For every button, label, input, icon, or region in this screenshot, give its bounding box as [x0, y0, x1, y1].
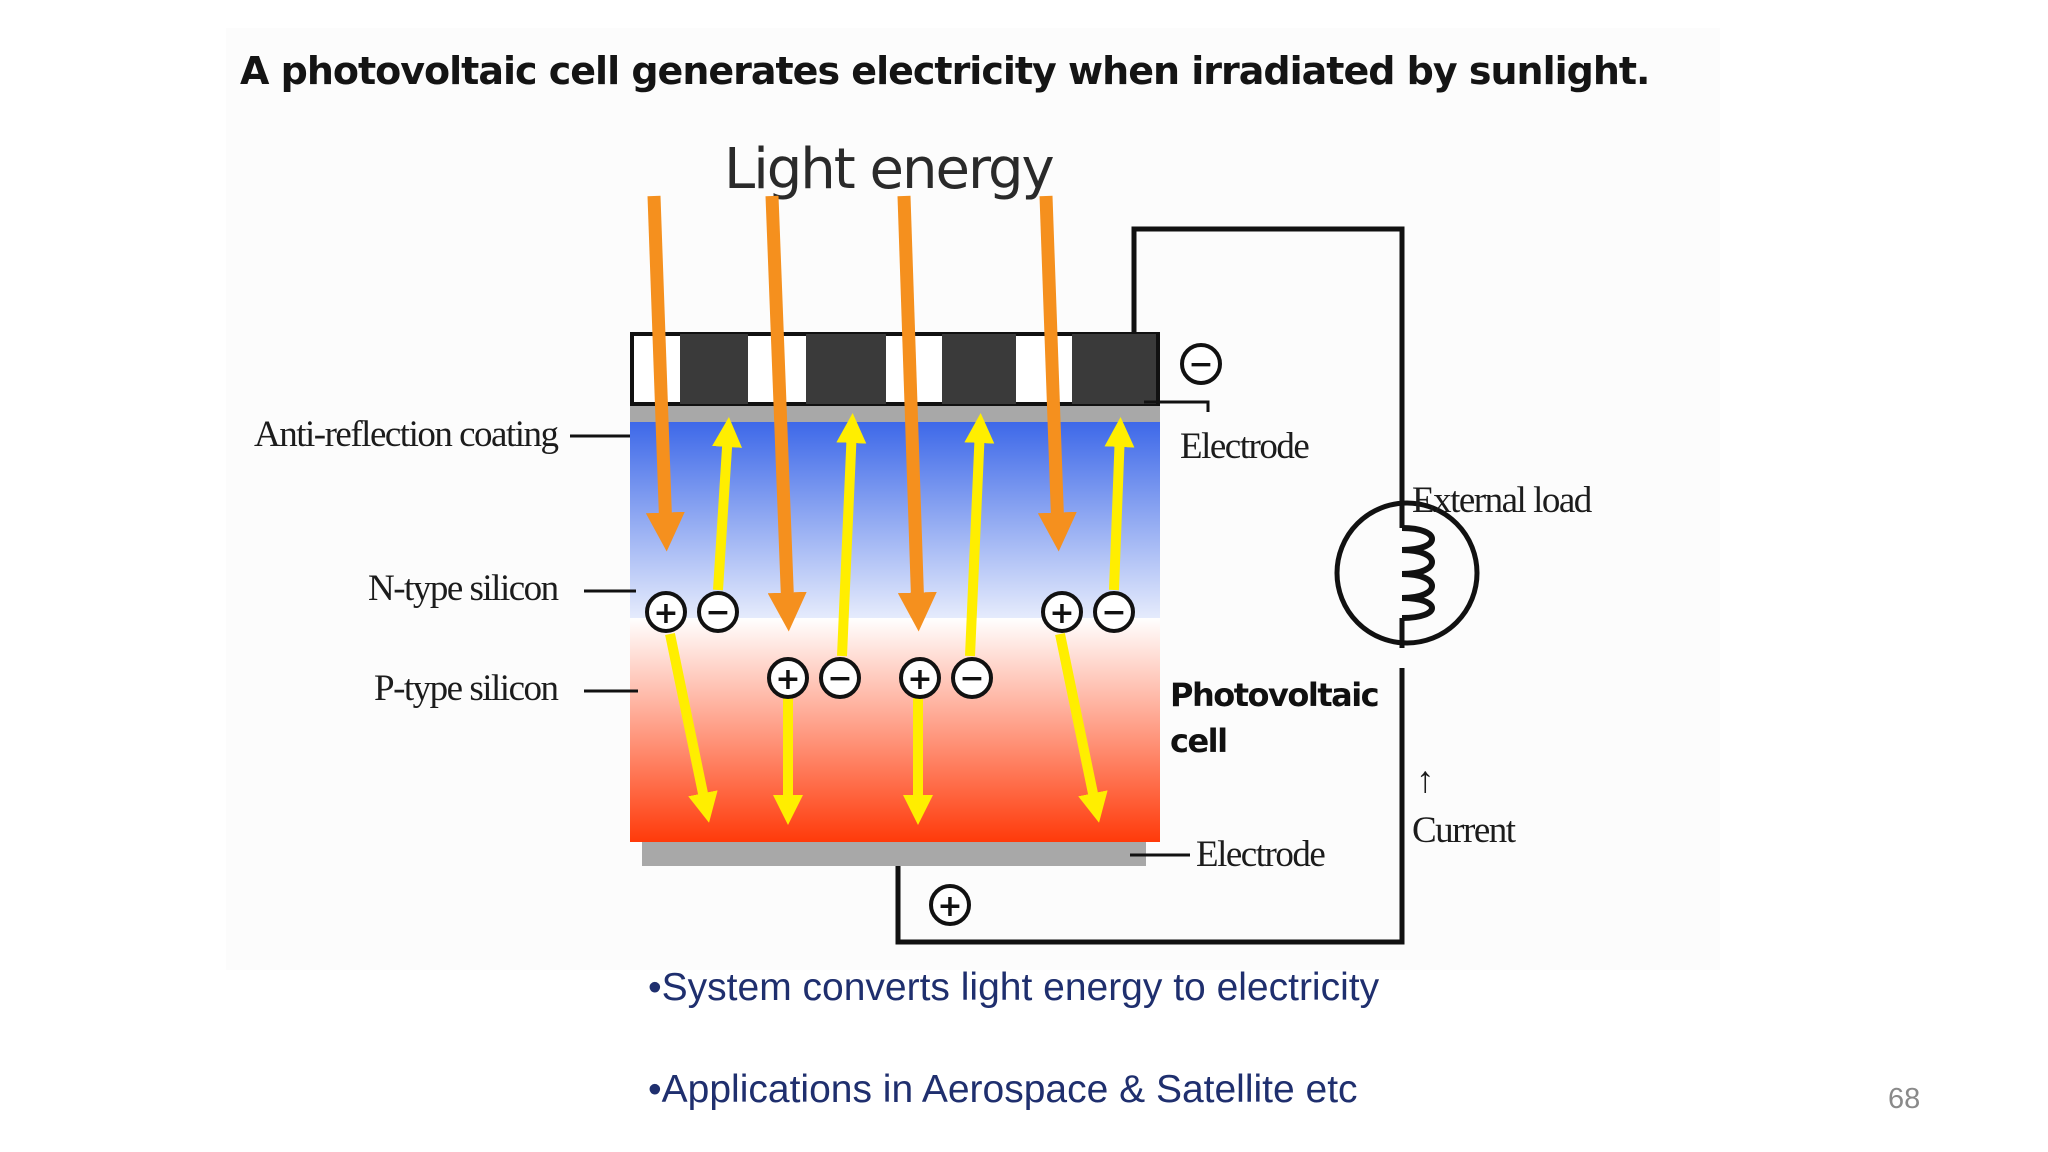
anti-reflection-coating — [630, 406, 1160, 422]
photovoltaic-cell-label: Photovoltaic — [1170, 676, 1378, 714]
minus-charge-icon: − — [1093, 591, 1135, 633]
svg-text:−: − — [1188, 347, 1213, 382]
external-load-label: External load — [1412, 480, 1593, 521]
p-type-silicon-label: P-type silicon — [374, 668, 559, 709]
photovoltaic-cell-diagram: A photovoltaic cell generates electricit… — [240, 49, 1650, 945]
light-energy-label: Light energy — [724, 137, 1054, 202]
plus-charge-icon: + — [645, 591, 687, 633]
hole-arrows — [665, 632, 1108, 825]
figure-title: A photovoltaic cell generates electricit… — [240, 49, 1649, 93]
bullet-item: •Applications in Aerospace & Satellite e… — [648, 1068, 1358, 1111]
svg-text:−: − — [1101, 595, 1126, 630]
top-electrode-block — [942, 334, 1016, 404]
photovoltaic-cell-label-line2: cell — [1170, 722, 1227, 760]
plus-charge-icon: + — [1041, 591, 1083, 633]
bottom-electrode — [642, 842, 1146, 866]
sunlight-arrows — [645, 195, 1077, 632]
slide-number: 68 — [1888, 1083, 1921, 1115]
svg-text:+: + — [1049, 596, 1074, 631]
n-type-silicon-label: N-type silicon — [368, 568, 559, 609]
plus-charge-icon: + — [767, 657, 809, 699]
minus-charge-icon: − — [697, 591, 739, 633]
plus-charge-icon: + — [899, 657, 941, 699]
top-electrode-label: Electrode — [1180, 426, 1309, 467]
current-label: Current — [1412, 810, 1517, 851]
svg-text:+: + — [653, 596, 678, 631]
svg-text:+: + — [937, 889, 962, 924]
top-electrode-block — [1072, 334, 1156, 404]
minus-charge-icon: − — [819, 657, 861, 699]
negative-terminal-icon: − — [1180, 343, 1222, 385]
svg-text:−: − — [959, 661, 984, 696]
svg-text:+: + — [775, 662, 800, 697]
bullet-item: •System converts light energy to electri… — [648, 966, 1380, 1009]
p-type-region — [630, 618, 1160, 842]
anti-reflection-coating-label: Anti-reflection coating — [254, 414, 559, 455]
svg-text:−: − — [827, 661, 852, 696]
positive-terminal-icon: + — [929, 884, 971, 926]
bottom-electrode-label: Electrode — [1196, 834, 1325, 875]
figure-panel: A photovoltaic cell generates electricit… — [226, 28, 1720, 970]
top-electrode-block — [680, 334, 748, 404]
electron-arrows — [712, 413, 1135, 657]
minus-charge-icon: − — [951, 657, 993, 699]
top-electrode-block — [806, 334, 886, 404]
leader-lines — [570, 400, 1210, 857]
svg-text:+: + — [907, 662, 932, 697]
current-direction-arrow: ↑ — [1416, 760, 1433, 801]
external-load-icon — [1334, 498, 1480, 648]
svg-text:−: − — [705, 595, 730, 630]
